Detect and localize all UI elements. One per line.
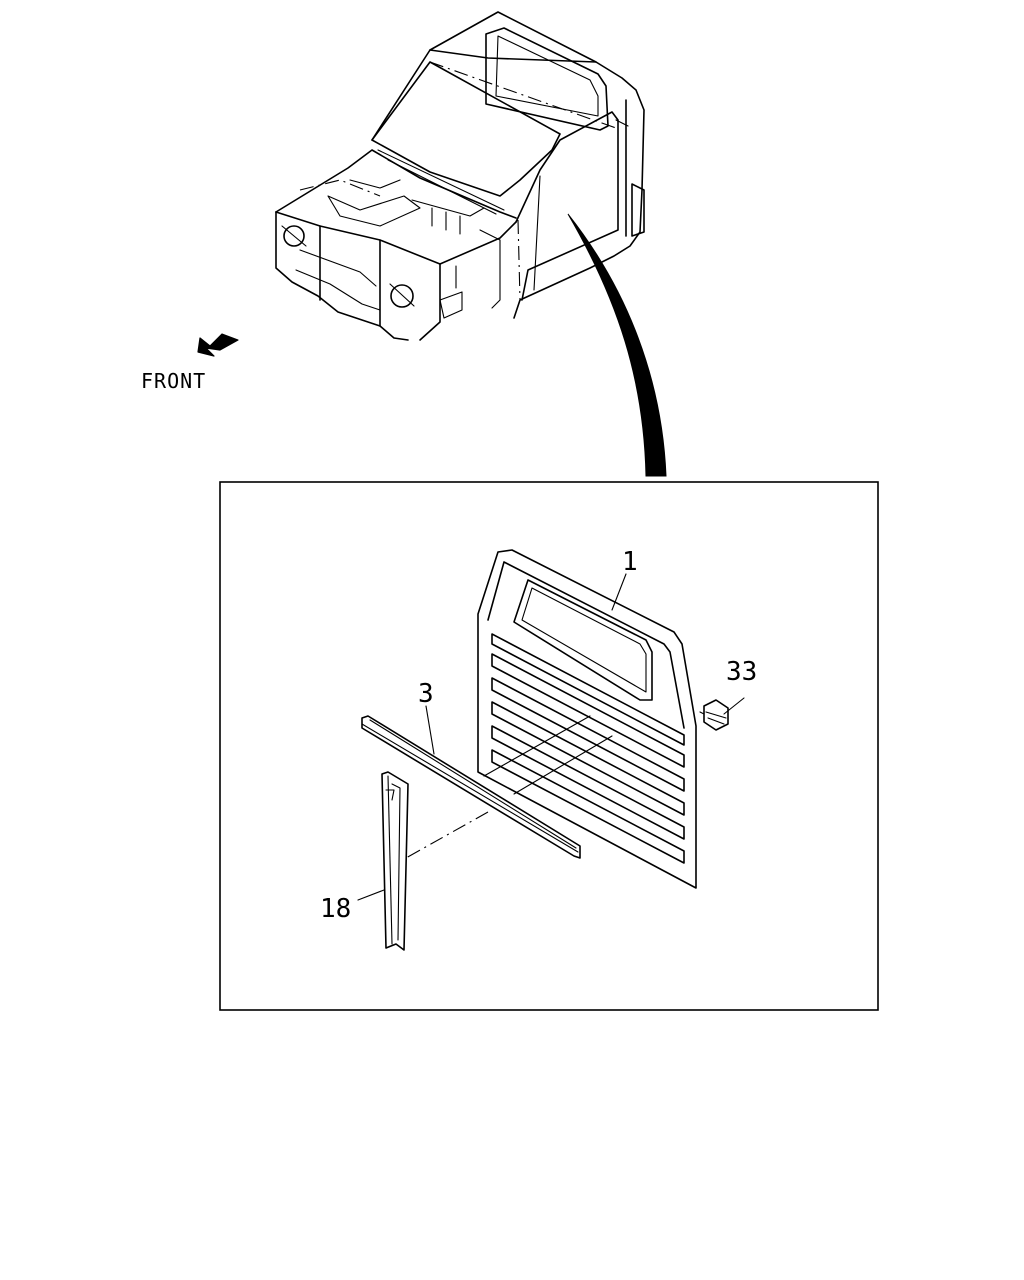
- clip-part: [699, 699, 729, 731]
- panel-ribs: [491, 633, 685, 864]
- pillar-trim-part: [381, 771, 409, 951]
- callout-1: 1: [622, 547, 638, 577]
- truck-cab-illustration: [275, 11, 645, 341]
- callout-33: 33: [726, 657, 757, 687]
- detail-pointer-arrow: [567, 213, 667, 477]
- front-arrow-icon: [197, 333, 239, 357]
- callout-18: 18: [320, 894, 351, 924]
- callout-3: 3: [418, 679, 434, 709]
- weather-strip-part: [361, 715, 581, 859]
- detail-frame: [219, 481, 879, 1011]
- front-label: FRONT: [141, 369, 206, 393]
- rear-panel-part: [477, 549, 697, 889]
